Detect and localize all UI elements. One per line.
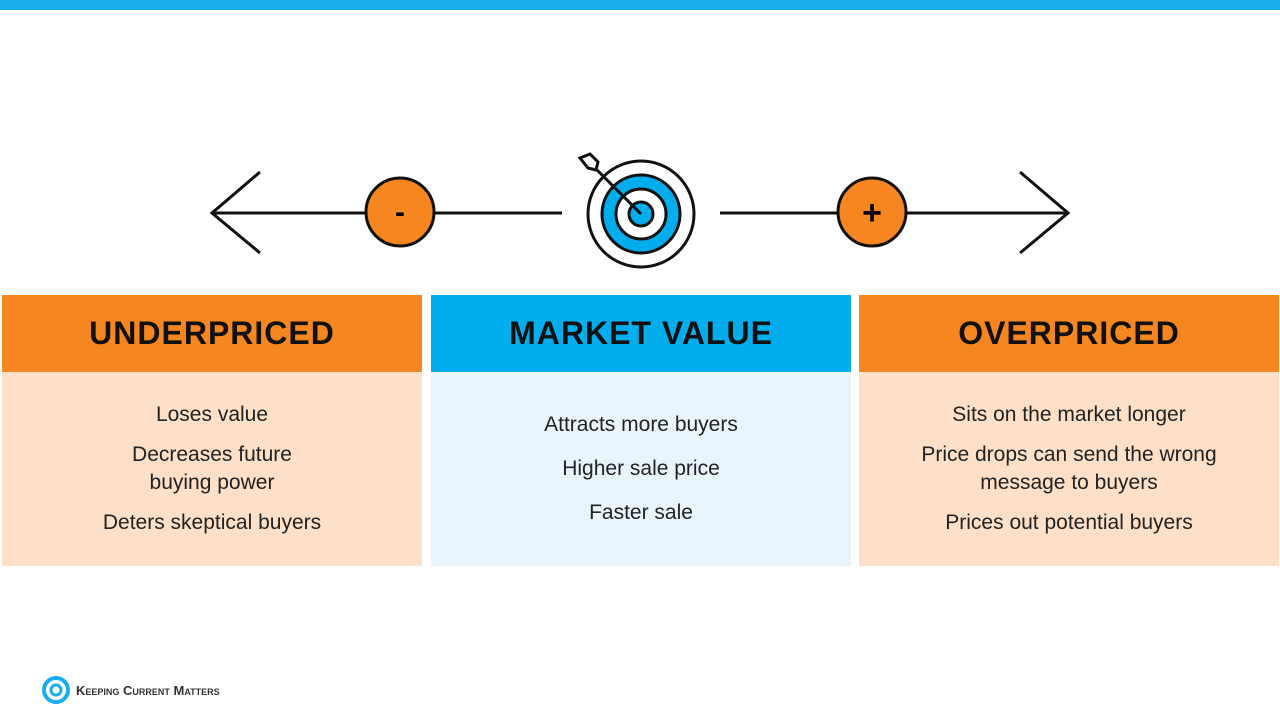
list-item: Prices out potential buyers [945,511,1193,534]
list-item: Loses value [155,403,269,426]
brand-name: Keeping Current Matters [76,682,220,698]
list-item: Price drops can send the wrong message t… [921,443,1217,494]
brand-logo: Keeping Current Matters [42,676,220,704]
price-scale: - + [209,152,1071,269]
market-value-column: MARKET VALUE Attracts more buyers Higher… [431,295,851,566]
list-item: Decreases future buying power [132,443,292,494]
column-title: MARKET VALUE [431,295,851,372]
svg-text:-: - [395,196,405,229]
list-item: Sits on the market longer [952,403,1186,426]
underpriced-column: UNDERPRICED Loses value Decreases future… [2,295,422,566]
list-item: Attracts more buyers [544,413,738,436]
swirl-logo-icon [42,676,70,704]
minus-icon: - [364,176,436,248]
list-item: Faster sale [589,501,693,524]
column-title: UNDERPRICED [2,295,422,372]
plus-icon: + [836,176,908,248]
svg-text:+: + [862,194,882,232]
top-accent-bar [0,0,1280,10]
list-item: Higher sale price [562,457,720,480]
overpriced-column: OVERPRICED Sits on the market longer Pri… [859,295,1279,566]
target-icon [577,152,696,269]
column-title: OVERPRICED [859,295,1279,372]
list-item: Deters skeptical buyers [102,511,322,534]
